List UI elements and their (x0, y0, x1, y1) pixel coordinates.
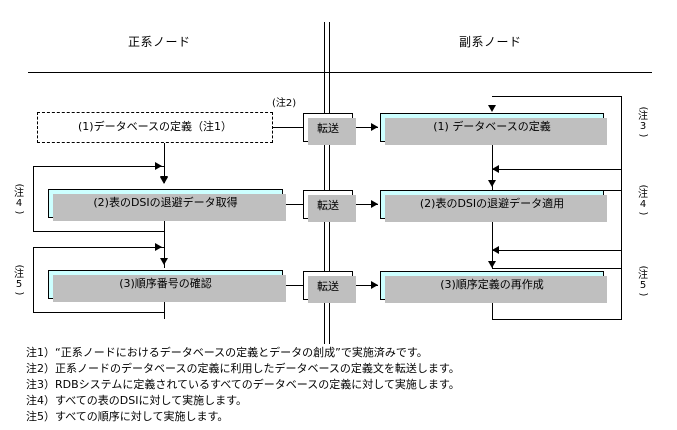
note-5b-text: 注5 (638, 270, 648, 291)
transfer-box-3[interactable]: 転送 (303, 271, 356, 303)
note-5b-paren-open: ( (637, 265, 649, 270)
note-label-5-left-vertical: ( 注5 ) (12, 263, 26, 297)
node-boundary-double-line-foot (324, 330, 330, 344)
loop-right-2-down (492, 219, 493, 269)
loop-right-3-down (492, 300, 493, 320)
note-4a-paren-close: ) (13, 210, 25, 215)
note-5b-paren-close: ) (637, 292, 649, 297)
arrow-into-right-box-3 (371, 281, 378, 289)
loop-right-1-right (621, 96, 622, 191)
loop-left-2-top (33, 166, 165, 167)
connector-left1-to-transfer1 (273, 127, 303, 128)
note-label-3-vertical: ( 注3 ) (636, 105, 650, 139)
process-box-right-3[interactable]: (3)順序定義の再作成 (380, 271, 607, 303)
loop-left-3-arrowhead-right (155, 243, 162, 251)
node-boundary-double-line (324, 22, 330, 338)
flow-right-1-to-2-arrowhead (488, 180, 496, 187)
process-box-right-2[interactable]: (2)表のDSIの退避データ適用 (380, 190, 607, 222)
note-4a-paren-open: ( (13, 183, 25, 188)
transfer-box-2[interactable]: 転送 (303, 190, 356, 222)
footnote-item-2: 注2）正系ノードのデータベースの定義に利用したデータベースの定義文を転送します。 (26, 362, 460, 375)
loop-left-3-entry (164, 247, 165, 263)
footnote-item-5: 注5）すべての順序に対して実施します。 (26, 410, 229, 423)
process-box-left-2[interactable]: (2)表のDSIの退避データ取得 (48, 189, 286, 221)
note-5a-paren-close: ) (13, 291, 25, 296)
loop-left-2-arrowhead-right (155, 162, 162, 170)
process-box-left-3[interactable]: (3)順序番号の確認 (48, 270, 286, 302)
note-label-2: (注2) (272, 98, 297, 109)
connector-left2-to-transfer2 (283, 204, 304, 205)
note-label-5-right-vertical: ( 注5 ) (636, 264, 650, 298)
loop-right-2-right (621, 169, 622, 269)
transfer-box-1[interactable]: 転送 (303, 113, 356, 145)
header-divider-line (28, 72, 652, 73)
footnote-item-1: 注1）“正系ノードにおけるデータベースの定義とデータの創成”で実施済みです。 (26, 346, 428, 359)
loop-right-1-top (492, 96, 622, 97)
note-3-paren-close: ) (637, 133, 649, 138)
flow-right-2-to-3-arrowhead (488, 261, 496, 268)
loop-left-3-left (33, 247, 34, 313)
loop-left-3-top (33, 247, 165, 248)
loop-left-2-arrowhead-down (160, 176, 168, 183)
footnote-item-4: 注4）すべての表のDSIに対して実施します。 (26, 394, 248, 407)
loop-right-2-top (492, 169, 622, 170)
footnote-list: 注1）“正系ノードにおけるデータベースの定義とデータの創成”で実施済みです。 注… (26, 345, 666, 425)
column-title-secondary-node: 副系ノード (459, 35, 522, 49)
note-5a-text: 注5 (14, 269, 24, 290)
loop-right-3-arrowhead-left (492, 246, 499, 254)
column-title-primary-node: 正系ノード (128, 35, 191, 49)
note-5a-paren-open: ( (13, 264, 25, 269)
loop-right-2-bottom (492, 268, 622, 269)
connector-transfer2-to-right2 (353, 204, 378, 205)
flow-left-1-to-2 (164, 143, 165, 183)
loop-right-3-right (621, 250, 622, 320)
note-4b-paren-close: ) (637, 211, 649, 216)
process-box-right-1[interactable]: (1) データベースの定義 (380, 113, 607, 145)
loop-left-3-bottom (33, 312, 165, 313)
loop-left-2-left (33, 166, 34, 232)
footnote-item-3: 注3）RDBシステムに定義されているすべてのデータベースの定義に対して実施します… (26, 378, 460, 391)
arrow-into-right-box-2 (371, 200, 378, 208)
loop-left-2-bottom (33, 231, 165, 232)
note-3-paren-open: ( (637, 106, 649, 111)
connector-transfer3-to-right3 (353, 285, 378, 286)
loop-right-3-top (492, 250, 622, 251)
loop-right-1-arrowhead (488, 105, 496, 112)
arrow-into-right-box-1 (371, 123, 378, 131)
connector-transfer1-to-right1 (353, 127, 378, 128)
loop-left-3-down (164, 299, 165, 319)
note-label-4-left-vertical: ( 注4 ) (12, 182, 26, 216)
note-3-text: 注3 (638, 111, 648, 132)
loop-left-3-arrowhead-down (160, 258, 168, 265)
note-label-4-right-vertical: ( 注4 ) (636, 183, 650, 217)
process-box-left-1[interactable]: (1)データベースの定義（注1） (37, 112, 273, 143)
loop-right-3-entry (492, 250, 493, 266)
note-4b-paren-open: ( (637, 184, 649, 189)
note-4b-text: 注4 (638, 189, 648, 210)
loop-left-2-down (164, 218, 165, 268)
note-4a-text: 注4 (14, 188, 24, 209)
loop-right-3-bottom (492, 319, 622, 320)
loop-right-2-arrowhead-left (492, 165, 499, 173)
connector-left3-to-transfer3 (283, 285, 304, 286)
